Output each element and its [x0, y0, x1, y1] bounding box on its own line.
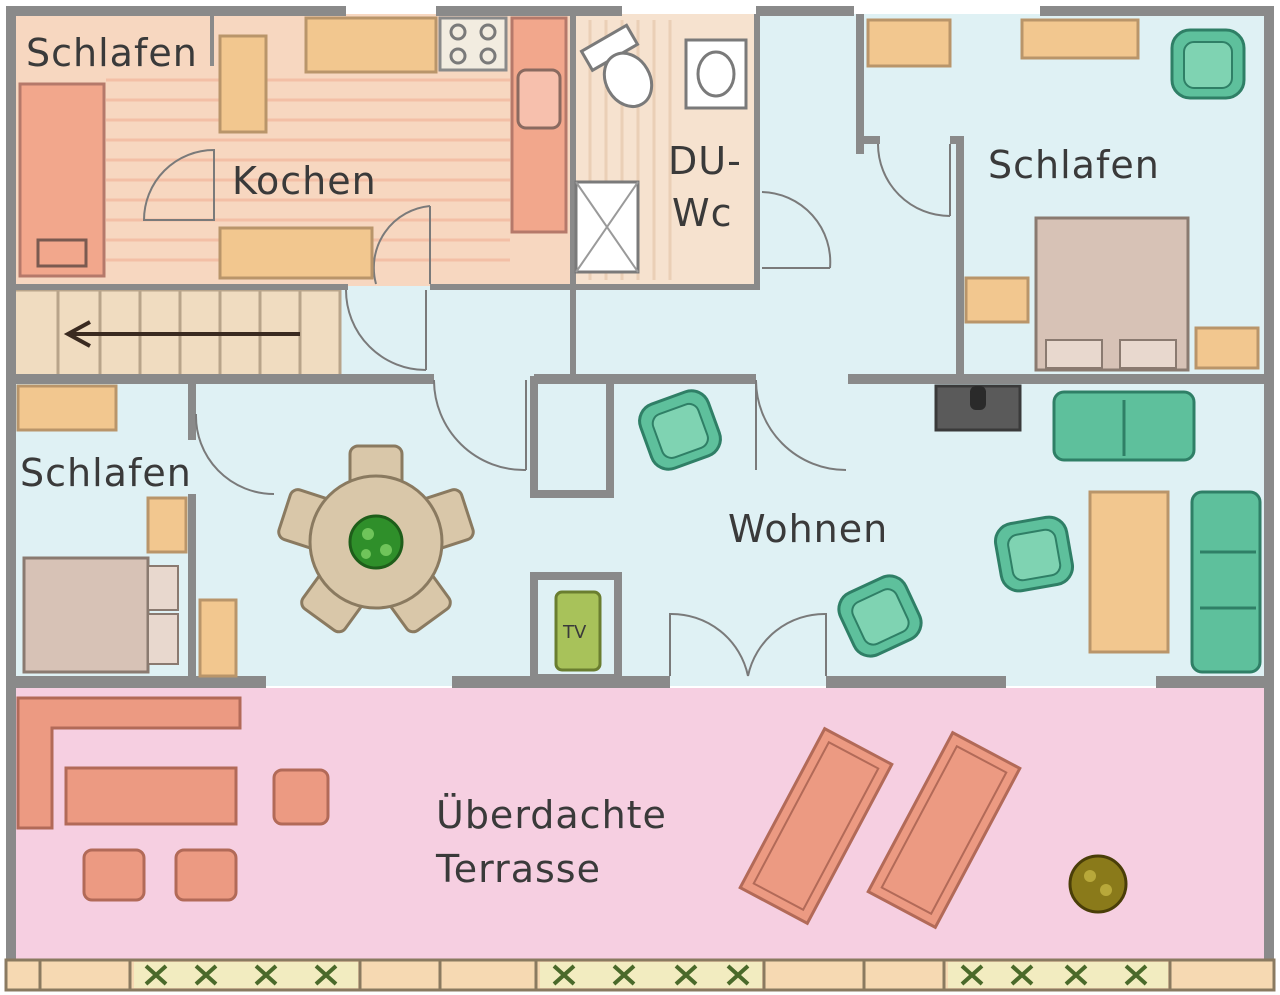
bed-w-pillow-2 — [147, 613, 179, 665]
kitchen-floor-planks — [106, 78, 510, 262]
label-schlafen-w: Schlafen — [20, 451, 192, 495]
label-tv: TV — [562, 622, 587, 643]
nightstand-w — [146, 496, 188, 554]
kitchen-table — [218, 226, 374, 280]
label-wohnen: Wohnen — [728, 507, 888, 551]
bed-nw-pillow — [36, 238, 88, 268]
label-kochen: Kochen — [232, 159, 377, 203]
armchair-icon — [837, 574, 923, 658]
door-stair — [345, 289, 427, 371]
sofa-icon — [1052, 390, 1196, 462]
door-kitchen — [372, 205, 431, 285]
terrace-bench-l — [16, 696, 242, 830]
sun-lounger-icon — [738, 726, 894, 926]
terrace-chair-icon — [174, 848, 238, 902]
terrace-chair-icon — [272, 768, 330, 826]
armchair-ne-icon — [1170, 28, 1246, 100]
label-schlafen-ne: Schlafen — [988, 143, 1160, 187]
staircase — [12, 288, 342, 378]
terrace-table — [64, 766, 238, 826]
bed-ne-pillow-1 — [1045, 339, 1103, 369]
door-w-bedroom — [194, 413, 275, 495]
plant-icon — [348, 514, 404, 570]
bed-w — [22, 556, 150, 674]
label-wc: Wc — [672, 191, 732, 235]
walls — [6, 6, 1274, 962]
kitchen-sink — [516, 68, 562, 130]
door-living — [433, 379, 527, 472]
label-terrasse-1: Überdachte — [436, 793, 667, 837]
terrace-chair-icon — [82, 848, 146, 902]
label-terrasse-2: Terrasse — [435, 847, 601, 891]
door-kitchen-bedroom — [142, 148, 215, 221]
coffee-table — [1088, 490, 1170, 654]
terrace-railing — [4, 958, 1276, 992]
door-living-2 — [755, 379, 847, 471]
tv-stand — [554, 590, 602, 672]
sofa-long-icon — [1190, 490, 1262, 674]
door-terrace-right — [747, 612, 827, 677]
stove-burner-icons — [449, 23, 497, 65]
toilet-icon — [579, 23, 654, 108]
armchair-icon — [638, 389, 722, 471]
kitchen-stove — [438, 16, 508, 72]
shower-icon — [574, 180, 640, 274]
dining-table-set — [277, 444, 475, 634]
doors — [142, 143, 951, 677]
desk-ne-2 — [1020, 18, 1140, 60]
kitchen-counter-top — [304, 16, 438, 74]
bed-ne-pillow-2 — [1119, 339, 1177, 369]
door-terrace-left — [669, 612, 749, 677]
fireplace-icon — [934, 384, 1022, 432]
cabinet-w — [198, 598, 238, 678]
bath-sink — [684, 38, 748, 110]
sun-lounger-icon — [866, 730, 1022, 930]
nightstand-nw — [218, 34, 268, 134]
nightstand-ne-2 — [1194, 326, 1260, 370]
nightstand-ne-1 — [964, 276, 1030, 324]
desk-ne-1 — [866, 18, 952, 68]
label-du: DU- — [668, 139, 742, 183]
door-ne-bedroom — [877, 143, 951, 217]
desk-w — [16, 384, 118, 432]
armchair-icon — [993, 515, 1075, 593]
terrace-plant-icon — [1068, 854, 1128, 914]
bed-nw — [18, 82, 106, 278]
bath-sink-basin — [696, 50, 736, 98]
door-bath — [761, 191, 832, 269]
bed-w-pillow-1 — [147, 565, 179, 611]
label-schlafen-nw: Schlafen — [26, 31, 198, 75]
